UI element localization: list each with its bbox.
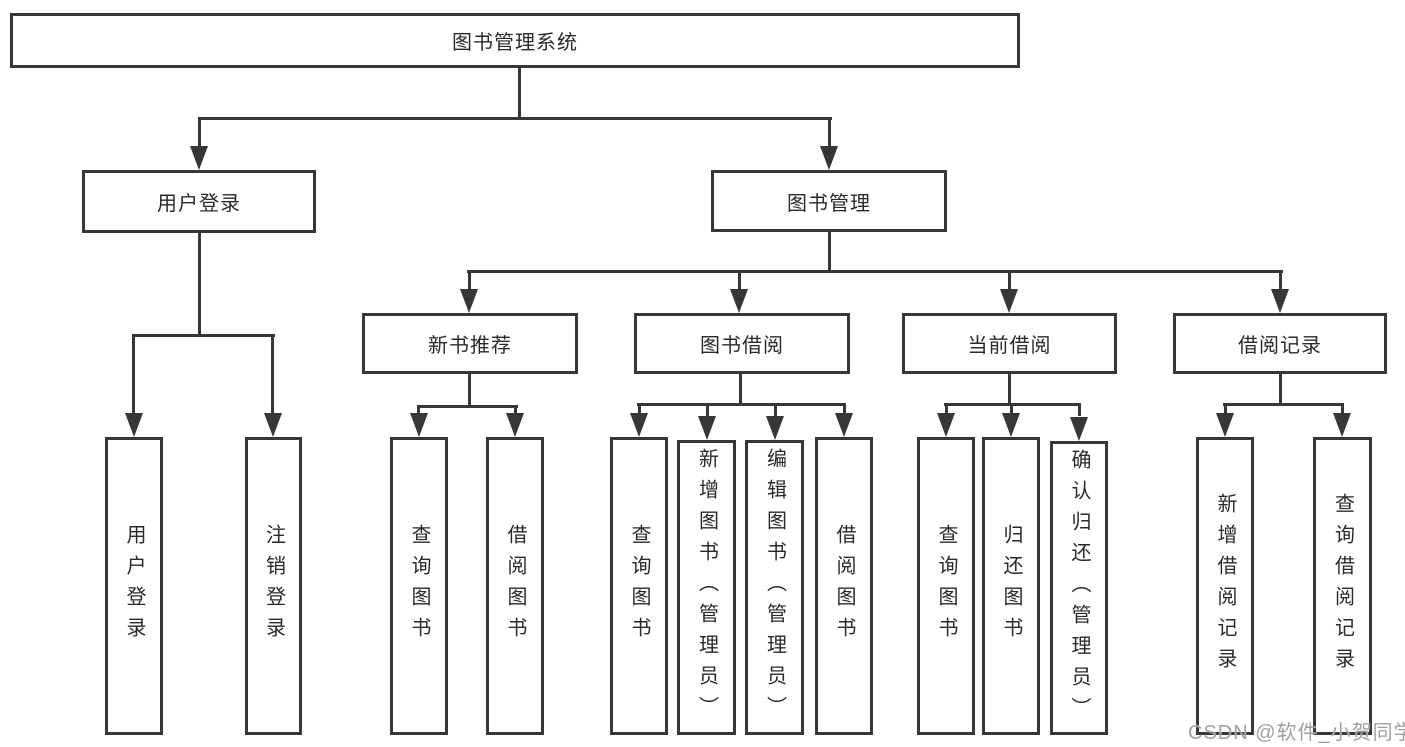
leaf-add-books-admin: 新增图书（管理员） <box>677 440 736 735</box>
connector-line <box>132 334 135 417</box>
node-library-management-system: 图书管理系统 <box>10 13 1020 68</box>
connector-line <box>518 66 521 120</box>
connector-line <box>1008 372 1011 405</box>
leaf-logout: 注销登录 <box>245 437 302 735</box>
connector-line <box>1279 270 1282 292</box>
connector-line <box>828 117 831 149</box>
connector-line <box>468 372 471 407</box>
node-user-login-branch: 用户登录 <box>82 170 316 233</box>
connector-line <box>1008 270 1011 292</box>
node-label: 图书管理 <box>787 192 871 215</box>
leaf-borrow-books: 借阅图书 <box>815 437 873 735</box>
node-new-book-recommendation: 新书推荐 <box>362 313 578 374</box>
leaf-label: 新增借阅记录 <box>1214 493 1236 679</box>
leaf-return-books: 归还图书 <box>982 437 1040 735</box>
leaf-label: 归还图书 <box>1000 524 1022 648</box>
connector-line <box>198 117 832 120</box>
node-label: 当前借阅 <box>967 335 1052 357</box>
arrowhead-icon <box>460 289 478 313</box>
node-book-management-branch: 图书管理 <box>711 170 947 232</box>
leaf-label: 查询图书 <box>935 524 957 648</box>
arrowhead-icon <box>937 413 955 437</box>
connector-line <box>468 270 471 292</box>
csdn-watermark: CSDN @软件_小贺同学 <box>1188 722 1405 744</box>
leaf-query-books: 查询图书 <box>917 437 975 735</box>
connector-line <box>132 334 275 337</box>
leaf-label: 新增图书（管理员） <box>695 448 718 727</box>
connector-line <box>828 230 831 272</box>
leaf-label: 确认归还（管理员） <box>1068 448 1090 728</box>
leaf-label: 借阅图书 <box>504 524 526 648</box>
connector-line <box>774 403 777 416</box>
arrowhead-icon <box>1002 413 1020 437</box>
leaf-borrow-books: 借阅图书 <box>486 437 544 735</box>
leaf-query-books: 查询图书 <box>390 437 448 735</box>
connector-line <box>1078 403 1081 416</box>
arrowhead-icon <box>1271 289 1289 313</box>
leaf-label: 借阅图书 <box>833 524 855 648</box>
leaf-query-books: 查询图书 <box>610 437 668 735</box>
arrowhead-icon <box>730 289 748 313</box>
arrowhead-icon <box>506 413 524 437</box>
connector-line <box>945 403 948 416</box>
leaf-edit-books-admin: 编辑图书（管理员） <box>745 440 804 735</box>
connector-line <box>417 405 420 416</box>
node-label: 借阅记录 <box>1238 335 1322 357</box>
node-borrowing-records: 借阅记录 <box>1173 313 1387 374</box>
node-current-borrowing: 当前借阅 <box>902 313 1117 374</box>
arrowhead-icon <box>125 413 143 437</box>
leaf-label: 编辑图书（管理员） <box>763 448 786 727</box>
connector-line <box>467 270 1283 273</box>
leaf-label: 查询图书 <box>408 524 430 648</box>
leaf-label: 查询图书 <box>628 524 650 648</box>
connector-line <box>1279 372 1282 405</box>
connector-line <box>198 231 201 336</box>
node-label: 用户登录 <box>157 193 241 215</box>
arrowhead-icon <box>264 413 282 437</box>
connector-line <box>198 117 201 149</box>
connector-line <box>1010 403 1013 416</box>
node-book-borrowing: 图书借阅 <box>634 313 850 374</box>
leaf-query-borrow-record: 查询借阅记录 <box>1313 437 1372 735</box>
connector-line <box>1341 403 1344 416</box>
arrowhead-icon <box>410 413 428 437</box>
connector-line <box>739 372 742 405</box>
arrowhead-icon <box>1333 413 1351 437</box>
arrowhead-icon <box>698 416 716 440</box>
arrowhead-icon <box>630 413 648 437</box>
leaf-label: 查询借阅记录 <box>1331 493 1354 679</box>
connector-line <box>271 334 274 417</box>
leaf-confirm-return-admin: 确认归还（管理员） <box>1050 441 1108 735</box>
leaf-add-borrow-record: 新增借阅记录 <box>1196 437 1254 735</box>
arrowhead-icon <box>766 416 784 440</box>
node-label: 新书推荐 <box>428 335 512 357</box>
connector-line <box>417 405 518 408</box>
connector-line <box>638 403 641 416</box>
connector-line <box>514 405 517 416</box>
connector-line <box>1224 403 1227 416</box>
connector-line <box>1223 403 1344 406</box>
connector-line <box>738 270 741 292</box>
arrowhead-icon <box>1070 417 1088 441</box>
connector-line <box>843 403 846 416</box>
arrowhead-icon <box>190 146 208 170</box>
connector-line <box>706 403 709 416</box>
arrowhead-icon <box>835 413 853 437</box>
arrowhead-icon <box>1216 413 1234 437</box>
node-label: 图书借阅 <box>700 335 784 357</box>
node-label: 图书管理系统 <box>452 32 578 54</box>
arrowhead-icon <box>820 146 838 170</box>
leaf-user-login: 用户登录 <box>105 437 163 735</box>
leaf-label: 用户登录 <box>123 524 145 648</box>
arrowhead-icon <box>1000 289 1018 313</box>
leaf-label: 注销登录 <box>262 524 285 648</box>
